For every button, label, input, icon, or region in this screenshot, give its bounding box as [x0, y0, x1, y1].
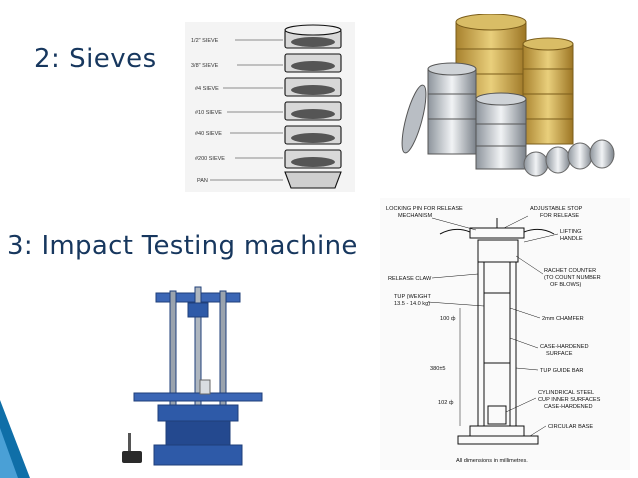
corner-decoration-inner: [0, 428, 18, 478]
sieve-label-half-inch: 1/2" SIEVE: [191, 38, 219, 44]
label-release-claw: RELEASE CLAW: [388, 276, 432, 282]
label-lifting: LIFTING: [560, 229, 581, 235]
label-locking-pin: LOCKING PIN FOR RELEASE: [386, 206, 463, 212]
label-case-hardened-2: SURFACE: [546, 351, 573, 357]
label-dim-102: 102 ф: [438, 400, 454, 406]
label-adjustable-stop-2: FOR RELEASE: [540, 213, 579, 219]
label-locking-pin-2: MECHANISM: [398, 213, 433, 219]
sieve-label-no4: #4 SIEVE: [195, 86, 219, 92]
label-dim-380: 380±5: [430, 366, 446, 372]
sieve-label-no200: #200 SIEVE: [195, 156, 225, 162]
label-cylindrical-3: CASE-HARDENED: [544, 404, 593, 410]
label-cylindrical-2: CUP INNER SURFACES: [538, 397, 601, 403]
heading-impact-testing-machine: 3: Impact Testing machine: [7, 231, 358, 261]
sieve-stack-diagram: 1/2" SIEVE 3/8" SIEVE #4 SIEVE #10 SIEVE…: [185, 22, 355, 192]
impact-machine-photo: [122, 286, 263, 466]
heading-sieves: 2: Sieves: [34, 44, 157, 74]
label-rachet-2: (TO COUNT NUMBER: [544, 275, 601, 281]
impact-machine-diagram: LOCKING PIN FOR RELEASE MECHANISM ADJUST…: [380, 198, 630, 470]
label-tup-weight: TUP (WEIGHT: [394, 294, 431, 300]
label-lifting-2: HANDLE: [560, 236, 583, 242]
sieves-photo: [401, 14, 615, 177]
sieve-label-three-eighths: 3/8" SIEVE: [191, 63, 219, 69]
label-rachet-3: OF BLOWS): [550, 282, 582, 288]
label-dim-100: 100 ф: [440, 316, 456, 322]
label-footnote: All dimensions in millimetres.: [456, 458, 528, 464]
label-circular-base: CIRCULAR BASE: [548, 424, 593, 430]
label-rachet: RACHET COUNTER: [544, 268, 596, 274]
label-chamfer: 2mm CHAMFER: [542, 316, 584, 322]
label-cylindrical: CYLINDRICAL STEEL: [538, 390, 594, 396]
label-adjustable-stop: ADJUSTABLE STOP: [530, 206, 583, 212]
sieve-label-no10: #10 SIEVE: [195, 110, 222, 116]
sieve-label-pan: PAN: [197, 178, 208, 184]
label-tup-weight-2: 13.5 - 14.0 kg): [394, 301, 430, 307]
label-case-hardened: CASE-HARDENED: [540, 344, 589, 350]
sieve-label-no40: #40 SIEVE: [195, 131, 222, 137]
label-tup-guide: TUP GUIDE BAR: [540, 368, 583, 374]
